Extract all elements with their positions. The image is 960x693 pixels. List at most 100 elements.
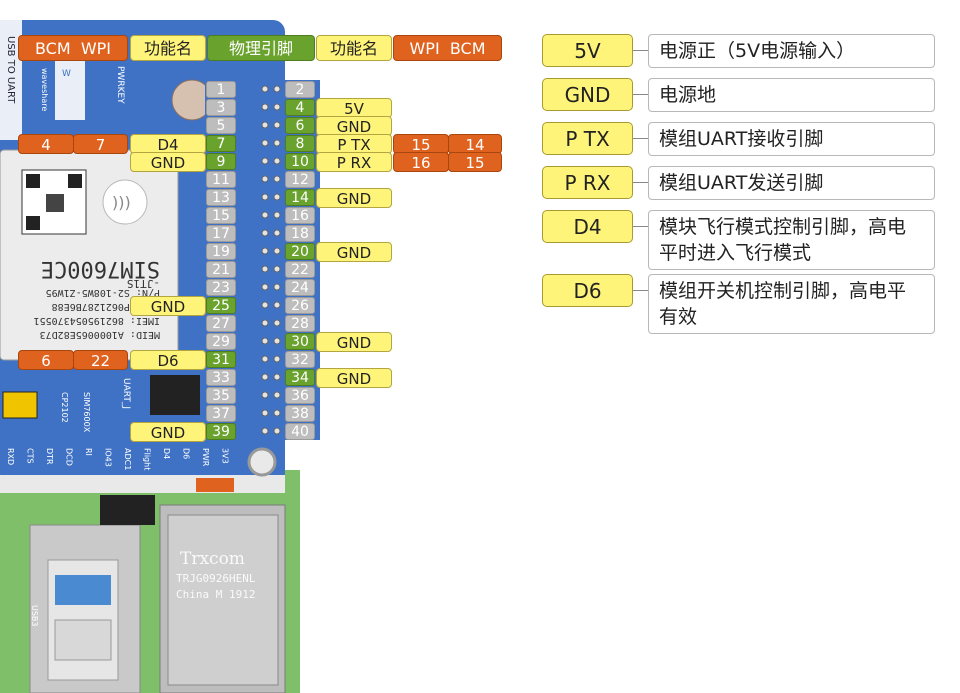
pin-number-right: 36 bbox=[285, 387, 315, 404]
pin-number-left: 25 bbox=[206, 297, 236, 314]
header-pin-dot bbox=[261, 121, 269, 129]
header-pin-dot bbox=[261, 139, 269, 147]
header-pin-dot bbox=[273, 391, 281, 399]
pin-func-left: GND bbox=[130, 296, 206, 316]
pin-number-right: 14 bbox=[285, 189, 315, 206]
side-label: USB TO UART bbox=[5, 36, 16, 104]
header-pin-dot bbox=[261, 319, 269, 327]
header-pin-dot bbox=[273, 373, 281, 381]
bottom-pin-label: CTS bbox=[26, 448, 35, 464]
pin-number-right: 2 bbox=[285, 81, 315, 98]
pin-number-right: 32 bbox=[285, 351, 315, 368]
header-pin-dot bbox=[261, 265, 269, 273]
pin-number-left: 29 bbox=[206, 333, 236, 350]
pin-number-left: 13 bbox=[206, 189, 236, 206]
legend-desc: 电源正（5V电源输入） bbox=[648, 34, 935, 68]
pin-number-left: 39 bbox=[206, 423, 236, 440]
pin-number-right: 6 bbox=[285, 117, 315, 134]
pin-number-right: 40 bbox=[285, 423, 315, 440]
pin-number-right: 34 bbox=[285, 369, 315, 386]
header-pin-dot bbox=[273, 175, 281, 183]
pin-bcm-left: 4 bbox=[18, 134, 74, 154]
pin-number-right: 26 bbox=[285, 297, 315, 314]
module-line-2: IMEI: 862195054370551 bbox=[34, 315, 160, 326]
bottom-pin-label: Flight bbox=[143, 448, 152, 470]
black-block bbox=[100, 495, 155, 525]
pin-number-right: 8 bbox=[285, 135, 315, 152]
bottom-pin-label: D6 bbox=[182, 448, 191, 459]
header-pin-dot bbox=[273, 211, 281, 219]
legend-key: 5V bbox=[542, 34, 633, 67]
pin-bcm-right: 15 bbox=[448, 152, 502, 172]
header-pin-dot bbox=[273, 319, 281, 327]
legend-desc: 模组UART发送引脚 bbox=[648, 166, 935, 200]
pin-number-left: 23 bbox=[206, 279, 236, 296]
chip-label-1: CP2102 bbox=[60, 392, 69, 423]
header-pin-dot bbox=[273, 427, 281, 435]
pin-func-right: P RX bbox=[316, 152, 392, 172]
header-left-bcm-wpi: BCM WPI bbox=[18, 35, 128, 61]
pin-number-right: 18 bbox=[285, 225, 315, 242]
header-pin-dot bbox=[261, 157, 269, 165]
header-pin-dot bbox=[273, 121, 281, 129]
header-pin-dot bbox=[261, 193, 269, 201]
pin-number-right: 10 bbox=[285, 153, 315, 170]
brand-label: waveshare bbox=[40, 68, 49, 111]
pin-func-right: GND bbox=[316, 242, 392, 262]
pin-number-left: 3 bbox=[206, 99, 236, 116]
header-pin-dot bbox=[261, 229, 269, 237]
pin-number-left: 35 bbox=[206, 387, 236, 404]
pin-func-right: GND bbox=[316, 188, 392, 208]
header-left-wpi: WPI bbox=[80, 39, 112, 58]
legend-key: P TX bbox=[542, 122, 633, 155]
legend-key: P RX bbox=[542, 166, 633, 199]
pin-number-right: 38 bbox=[285, 405, 315, 422]
pin-number-left: 9 bbox=[206, 153, 236, 170]
header-pin-dot bbox=[261, 247, 269, 255]
header-pin-dot bbox=[261, 373, 269, 381]
pin-number-left: 15 bbox=[206, 207, 236, 224]
legend-desc: 模块飞行模式控制引脚，高电平时进入飞行模式 bbox=[648, 210, 935, 270]
header-pin-dot bbox=[261, 409, 269, 417]
nfc-logo-icon bbox=[102, 179, 148, 225]
pin-func-right: GND bbox=[316, 116, 392, 136]
pin-number-left: 7 bbox=[206, 135, 236, 152]
pin-number-right: 12 bbox=[285, 171, 315, 188]
bottom-pin-label: DCD bbox=[65, 448, 74, 466]
header-pin-dot bbox=[261, 391, 269, 399]
header-right-bcm: BCM bbox=[449, 39, 486, 58]
pin-number-left: 27 bbox=[206, 315, 236, 332]
bottom-pin-label: 3V3 bbox=[221, 448, 230, 464]
bottom-pin-label: IO43 bbox=[104, 448, 113, 467]
pin-wpi-right: 16 bbox=[393, 152, 449, 172]
bottom-pin-label: DTR bbox=[45, 448, 54, 465]
header-pin-dot bbox=[273, 157, 281, 165]
module-line-1: MEID: A1000065E82D73 bbox=[40, 329, 160, 340]
header-pin-dot bbox=[273, 265, 281, 273]
pin-number-right: 20 bbox=[285, 243, 315, 260]
jumper-icon bbox=[2, 391, 38, 419]
pin-number-right: 28 bbox=[285, 315, 315, 332]
pin-func-right: 5V bbox=[316, 98, 392, 118]
pin-func-left: GND bbox=[130, 422, 206, 442]
jack-line-2: China M 1912 bbox=[176, 588, 255, 601]
module-name: SIM7600CE bbox=[41, 256, 160, 281]
legend-key: D6 bbox=[542, 274, 633, 307]
header-left-bcm: BCM bbox=[34, 39, 71, 58]
header-pin-dot bbox=[273, 103, 281, 111]
header-pin-dot bbox=[273, 193, 281, 201]
module-line-3: SN: MP0621287B6E88 bbox=[52, 301, 160, 312]
pin-bcm-left: 6 bbox=[18, 350, 74, 370]
pin-wpi-left: 22 bbox=[73, 350, 128, 370]
header-right-func: 功能名 bbox=[316, 35, 392, 61]
pin-bcm-right: 14 bbox=[448, 134, 502, 154]
pin-func-left: D6 bbox=[130, 350, 206, 370]
header-pin-dot bbox=[273, 409, 281, 417]
header-phys: 物理引脚 bbox=[207, 35, 315, 61]
header-right-wpi: WPI bbox=[409, 39, 440, 58]
header-pin-dot bbox=[261, 175, 269, 183]
header-pin-dot bbox=[261, 211, 269, 219]
header-pin-dot bbox=[261, 85, 269, 93]
